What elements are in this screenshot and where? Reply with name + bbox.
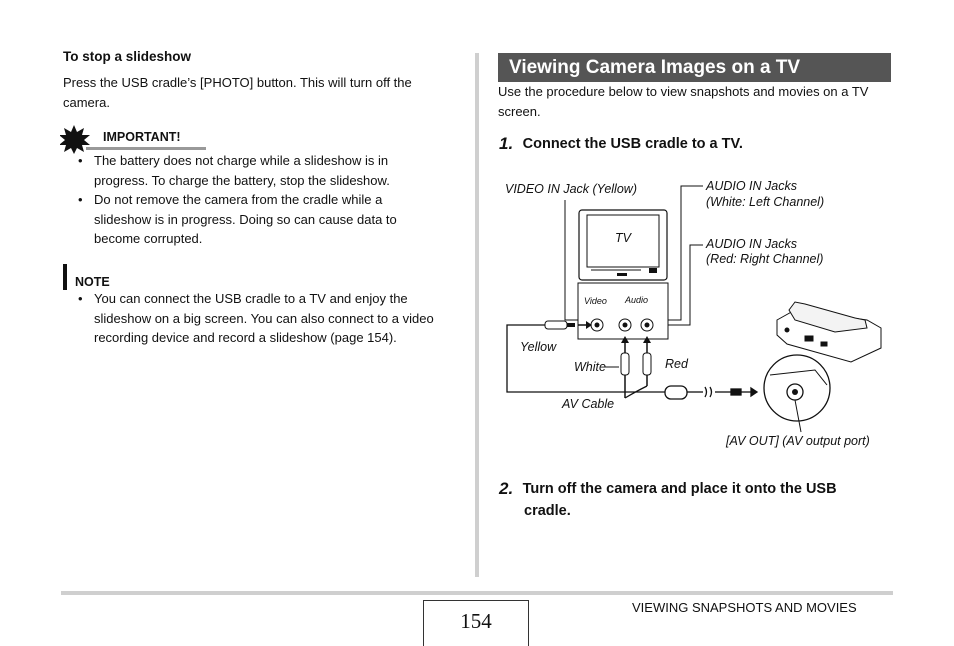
tv-label: TV [615,231,633,245]
audio-white-label-1: AUDIO IN Jacks [705,179,797,193]
step-number: 1. [499,134,514,153]
yellow-label: Yellow [520,340,557,354]
audio-red-label-2: (Red: Right Channel) [706,252,823,266]
important-list: The battery does not charge while a slid… [63,151,463,249]
list-item: The battery does not charge while a slid… [63,151,463,190]
step-1: 1. Connect the USB cradle to a TV. [499,134,743,156]
yellow-plug [544,320,592,330]
video-jack-label: Video [584,296,607,306]
step-text: Connect the USB cradle to a TV. [522,136,743,152]
section-title: Viewing Camera Images on a TV [498,53,891,82]
step-text: Turn off the camera and place it onto th… [522,481,837,497]
av-out-magnified [763,354,831,433]
usb-cradle-icon [776,301,882,363]
step-text-continued: cradle. [524,503,571,519]
footer-rule [61,591,893,595]
audio-jack-label: Audio [624,295,648,305]
step-number: 2. [499,479,514,498]
video-in-label: VIDEO IN Jack (Yellow) [505,182,637,196]
av-cable-label: AV Cable [561,397,614,411]
av-out-label: [AV OUT] (AV output port) [725,434,870,448]
tv-connection-diagram: VIDEO IN Jack (Yellow) AUDIO IN Jacks (W… [505,179,882,448]
column-divider [475,53,479,577]
audio-white-label-2: (White: Left Channel) [706,195,824,209]
white-plug [620,336,630,398]
tv-icon: TV [578,209,668,281]
footer-section-name: VIEWING SNAPSHOTS AND MOVIES [632,600,857,615]
red-label: Red [665,357,689,371]
list-item: You can connect the USB cradle to a TV a… [63,289,463,348]
important-label: IMPORTANT! [103,130,181,144]
page-number: 154 [423,600,529,646]
stop-slideshow-heading: To stop a slideshow [63,49,192,64]
intro-text: Use the procedure below to view snapshot… [498,84,869,119]
white-label: White [574,360,606,374]
burst-icon [60,125,90,154]
note-list: You can connect the USB cradle to a TV a… [63,289,463,348]
note-marker [63,264,67,290]
red-plug [642,336,652,386]
list-item: Do not remove the camera from the cradle… [63,190,463,249]
important-header-graphic [60,125,206,154]
stop-slideshow-text: Press the USB cradle’s [PHOTO] button. T… [63,75,412,110]
note-label: NOTE [75,275,110,289]
step-2: 2. Turn off the camera and place it onto… [499,479,891,522]
av-cable [506,324,759,400]
audio-red-label-1: AUDIO IN Jacks [705,237,797,251]
